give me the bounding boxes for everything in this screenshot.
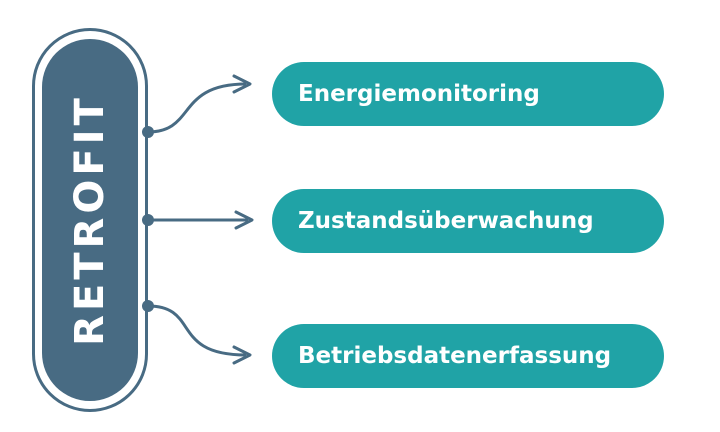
branch-node-zustandsueberwachung: Zustandsüberwachung [272, 189, 664, 253]
connector-top [147, 82, 247, 134]
connector-dot-middle [142, 214, 154, 226]
connector-dot-bottom [142, 300, 154, 312]
connector-bottom [147, 304, 247, 357]
arrowhead-middle [234, 210, 254, 230]
branch-label: Betriebsdatenerfassung [298, 343, 612, 369]
branch-node-betriebsdatenerfassung: Betriebsdatenerfassung [272, 324, 664, 388]
arrowhead-top [232, 74, 252, 94]
root-node [42, 39, 138, 401]
connector-dot-top [142, 126, 154, 138]
branch-label: Zustandsüberwachung [298, 208, 594, 234]
branch-node-energiemonitoring: Energiemonitoring [272, 62, 664, 126]
arrowhead-bottom [232, 345, 252, 365]
branch-label: Energiemonitoring [298, 81, 540, 107]
